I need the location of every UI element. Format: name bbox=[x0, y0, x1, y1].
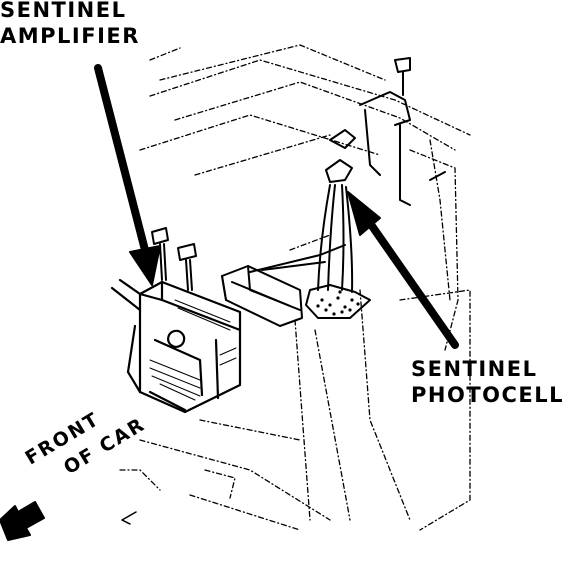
amplifier-box bbox=[110, 278, 242, 414]
photocell-arrowhead bbox=[347, 191, 381, 236]
amplifier-label: SENTINEL AMPLIFIER bbox=[0, 0, 140, 49]
photocell-arrow bbox=[368, 222, 459, 349]
amplifier-arrowhead bbox=[129, 245, 161, 286]
screws bbox=[151, 227, 197, 291]
photocell-label: SENTINEL PHOTOCELL bbox=[411, 356, 564, 408]
connector bbox=[221, 244, 371, 327]
bracket-structure bbox=[325, 57, 446, 206]
photocell-wire bbox=[317, 184, 354, 293]
amplifier-label-line1: SENTINEL bbox=[0, 0, 127, 22]
amplifier-label-line2: AMPLIFIER bbox=[0, 24, 140, 48]
amplifier-shading bbox=[149, 299, 237, 401]
front-of-car-arrow bbox=[0, 501, 45, 541]
connector-stipple bbox=[316, 290, 360, 316]
amplifier-arrow bbox=[94, 64, 149, 254]
small-left-arrow bbox=[121, 511, 137, 525]
photocell-label-line2: PHOTOCELL bbox=[411, 383, 565, 407]
photocell-label-line1: SENTINEL bbox=[411, 357, 538, 381]
body-outline bbox=[119, 44, 471, 531]
